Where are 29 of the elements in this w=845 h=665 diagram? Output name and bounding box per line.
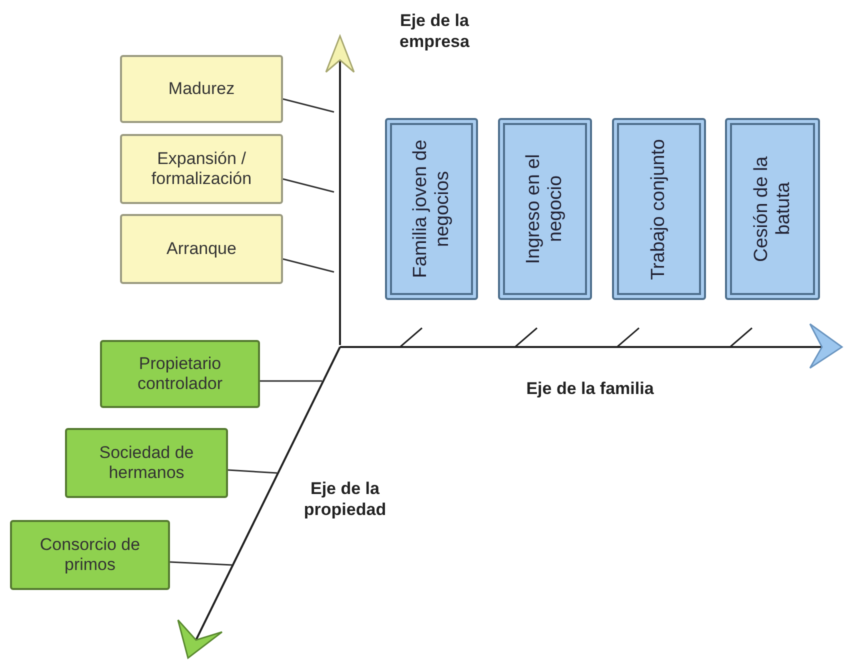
stage-box <box>120 214 283 284</box>
stage-box <box>65 428 228 498</box>
stage-label: Familia joven de negocios <box>410 138 454 280</box>
stage-label: Cesión de la batuta <box>750 155 794 264</box>
stage-box <box>725 118 820 300</box>
axis-title: Eje de la familia <box>525 378 655 400</box>
stage-box <box>10 520 170 590</box>
stage-label: Arranque <box>166 239 236 259</box>
stage-label: Ingreso en el negocio <box>523 153 567 266</box>
stage-box <box>498 118 592 300</box>
leader-line <box>170 561 232 566</box>
stage-box <box>385 118 478 300</box>
stage-box <box>612 118 706 300</box>
axis-title: Eje de la empresa <box>398 10 470 52</box>
stage-box <box>120 55 283 123</box>
leader-line <box>282 258 334 273</box>
leader-line <box>282 98 334 113</box>
stage-box <box>120 134 283 204</box>
stage-label: Consorcio de primos <box>38 535 142 575</box>
stage-box <box>100 340 260 408</box>
stage-label: Sociedad de hermanos <box>98 443 195 483</box>
leader-line <box>282 178 334 193</box>
stage-label: Propietario controlador <box>136 354 224 394</box>
stage-label: Madurez <box>168 79 235 99</box>
leader-line <box>228 469 278 474</box>
stage-label: Expansión / formalización <box>150 149 253 189</box>
stage-label: Trabajo conjunto <box>648 138 670 280</box>
axis-title: Eje de la propiedad <box>302 478 388 520</box>
leader-line <box>260 380 322 382</box>
